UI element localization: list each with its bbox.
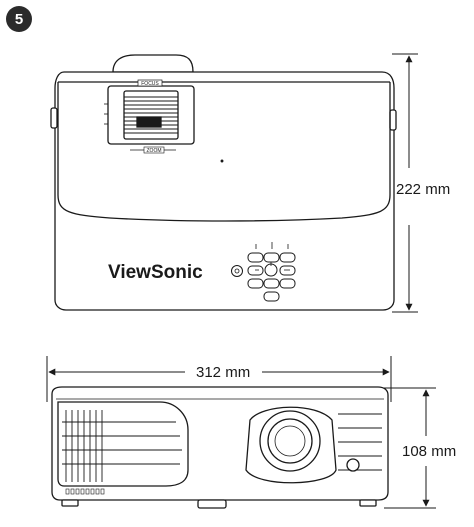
front-right-fins <box>338 413 382 471</box>
right-foot <box>359 499 377 507</box>
depth-dimension <box>392 53 418 313</box>
height-label: 108 mm <box>402 443 457 460</box>
right-side-bump <box>389 109 397 131</box>
top-body-outline <box>54 71 395 311</box>
keypad <box>231 242 296 302</box>
step-badge: 5 <box>6 6 32 32</box>
front-grille-frame <box>57 401 189 487</box>
top-panel-curve <box>57 82 391 222</box>
width-label: 312 mm <box>196 364 251 381</box>
ring-slider <box>136 116 162 128</box>
depth-label: 222 mm <box>396 181 451 198</box>
step-number: 5 <box>14 10 24 28</box>
brand-logo: ViewSonic <box>108 262 203 283</box>
height-dimension <box>384 387 436 509</box>
front-dots <box>65 488 105 495</box>
top-bump <box>112 54 194 73</box>
top-view <box>50 54 397 311</box>
power-button <box>231 265 243 277</box>
focus-label: FOCUS <box>141 81 159 87</box>
left-side-bump <box>50 107 58 129</box>
left-foot <box>61 499 79 507</box>
zoom-label: ZOOM <box>147 148 162 154</box>
front-grille-slats <box>62 410 182 482</box>
center-foot <box>197 499 227 509</box>
front-view <box>51 386 389 509</box>
ir-sensor <box>346 458 360 472</box>
width-dimension <box>46 356 392 402</box>
